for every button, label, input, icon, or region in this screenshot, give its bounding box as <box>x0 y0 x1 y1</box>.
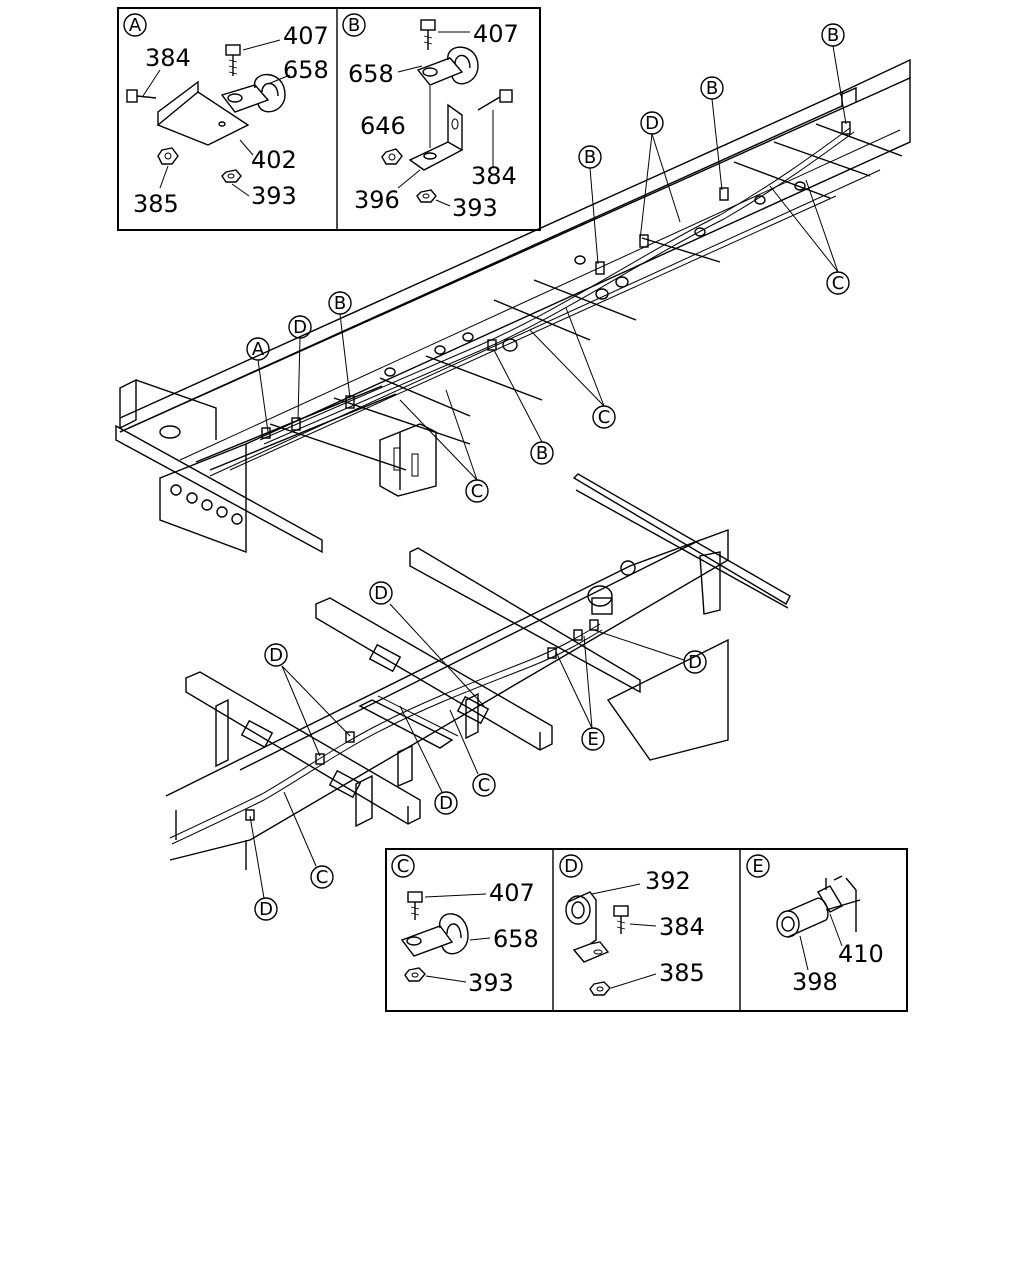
callout-letter: C <box>316 867 329 888</box>
callout-letter: B <box>584 147 596 168</box>
lower-callouts: D D D E C D C D <box>249 581 707 921</box>
callout-letter: C <box>471 481 484 502</box>
callout-letter: D <box>269 645 283 666</box>
nut-393-b <box>416 189 437 203</box>
tie-410 <box>817 875 861 932</box>
grommet-398 <box>776 897 829 938</box>
part-label: 392 <box>645 867 691 895</box>
detail-d-letter: D <box>564 856 578 877</box>
detail-b-letter: B <box>348 15 360 36</box>
callout-letter: D <box>688 652 702 673</box>
part-label: 646 <box>360 112 406 140</box>
part-label: 407 <box>283 22 329 50</box>
callout-letter: B <box>827 25 839 46</box>
callout-letter: C <box>832 273 845 294</box>
part-label: 384 <box>659 913 705 941</box>
part-label: 398 <box>792 968 838 996</box>
bracket-396 <box>408 103 464 171</box>
nut-385-d <box>589 981 611 996</box>
part-label: 410 <box>838 940 884 968</box>
part-label: 384 <box>145 44 191 72</box>
detail-box-bottom <box>385 848 908 1012</box>
detail-box-top <box>117 7 541 231</box>
part-label: 393 <box>468 969 514 997</box>
bolt-407-c <box>407 891 423 920</box>
callout-letter: D <box>293 317 307 338</box>
callout-letter: D <box>439 793 453 814</box>
detail-a-letter: A <box>129 15 142 36</box>
detail-d: D 392 384 385 <box>559 854 705 996</box>
nut-646 <box>381 148 403 165</box>
upper-callouts: B B D B C A D B C B C <box>246 23 850 503</box>
callout-letter: C <box>598 407 611 428</box>
callout-letter: A <box>252 339 265 360</box>
bolt-384-a <box>126 89 157 103</box>
detail-e: E 410 398 <box>746 854 884 996</box>
part-label: 396 <box>354 186 400 214</box>
part-label: 658 <box>348 60 394 88</box>
bolt-407-a <box>225 44 241 76</box>
part-label: 384 <box>471 162 517 190</box>
callout-letter: B <box>334 293 346 314</box>
part-label: 385 <box>659 959 705 987</box>
part-label: 385 <box>133 190 179 218</box>
part-label: 658 <box>283 56 329 84</box>
detail-c-letter: C <box>397 856 410 877</box>
nut-393-a <box>221 169 242 183</box>
part-label: 402 <box>251 146 297 174</box>
part-label: 658 <box>493 925 539 953</box>
part-label: 393 <box>452 194 498 222</box>
nut-385-a <box>157 147 179 165</box>
callout-letter: D <box>645 113 659 134</box>
detail-b: B 407 658 646 <box>342 13 519 222</box>
clamp-392 <box>565 891 610 963</box>
detail-a: A 407 384 658 <box>123 13 329 218</box>
nut-393-c <box>404 967 426 982</box>
detail-c: C 407 658 393 <box>391 854 539 997</box>
bolt-407-b <box>420 19 436 50</box>
bolt-384-b <box>477 89 513 111</box>
callout-letter: B <box>536 443 548 464</box>
bolt-384-d <box>613 905 629 934</box>
callout-letter: D <box>259 899 273 920</box>
clamp-658-b <box>416 46 479 86</box>
callout-letter: E <box>587 729 598 750</box>
detail-e-letter: E <box>752 856 763 877</box>
clamp-658-a <box>220 73 286 113</box>
part-label: 407 <box>473 20 519 48</box>
callout-letter: B <box>706 78 718 99</box>
callout-letter: C <box>478 775 491 796</box>
lower-frame-assembly <box>165 473 791 870</box>
part-label: 407 <box>489 879 535 907</box>
callout-letter: D <box>374 583 388 604</box>
part-label: 393 <box>251 182 297 210</box>
clamp-658-c <box>400 913 469 957</box>
bracket-402 <box>156 80 250 146</box>
upper-frame-assembly <box>115 58 911 554</box>
